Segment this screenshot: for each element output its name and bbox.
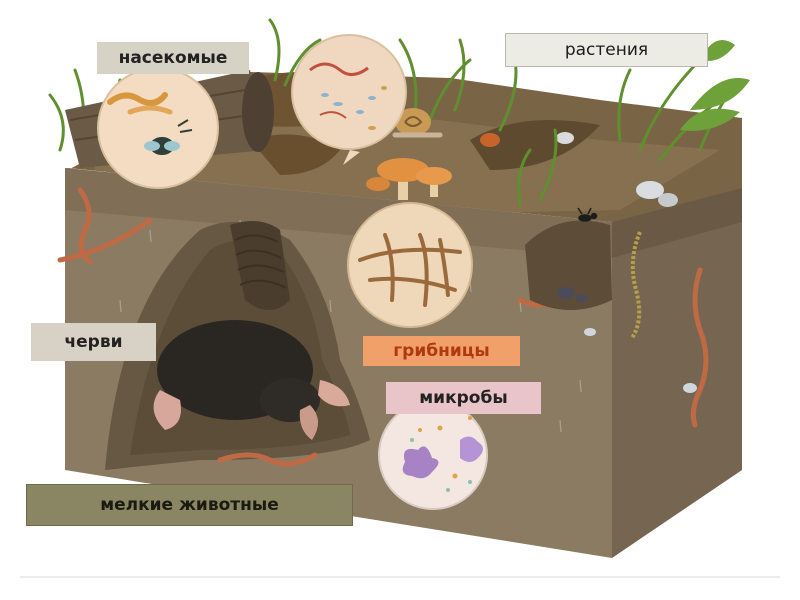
microbes-label: микробы <box>386 382 541 414</box>
plant-leaves <box>680 40 750 131</box>
bacteria-magnified-circle <box>291 34 407 165</box>
ant <box>577 207 598 222</box>
plants-label: растения <box>505 33 708 67</box>
snail <box>392 108 443 138</box>
earthworms <box>57 187 709 467</box>
soil-side-face <box>584 188 742 558</box>
soil-fungi-magnified-circle <box>347 202 473 328</box>
mole-animal <box>153 320 350 440</box>
soil-protozoa-magnified-circle <box>378 400 488 510</box>
fungi-label: грибницы <box>363 336 520 366</box>
ant-nest <box>525 220 612 310</box>
small-animals-label: мелкие животные <box>26 484 353 526</box>
worms-label: черви <box>31 323 156 361</box>
insects-label: насекомые <box>97 42 249 74</box>
mushrooms <box>366 133 500 200</box>
insects-magnified-circle <box>97 67 219 189</box>
centipede <box>630 231 642 340</box>
